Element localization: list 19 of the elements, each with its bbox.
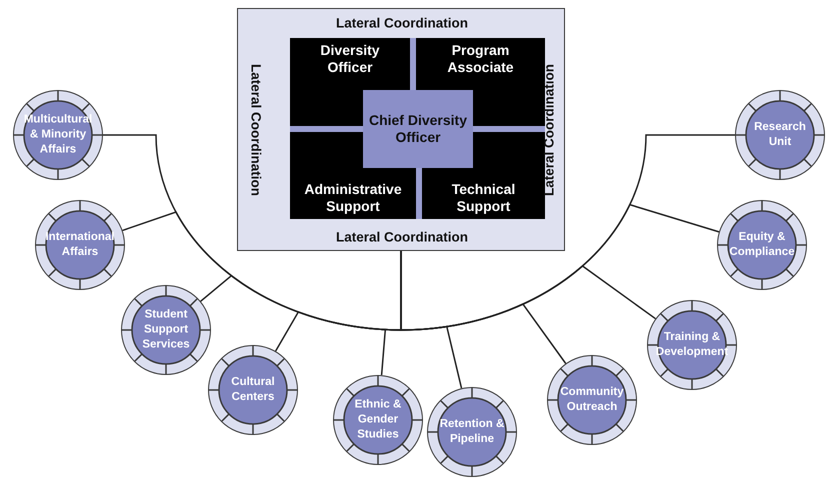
unit-label: Research Unit bbox=[753, 120, 807, 150]
role-label: Chief Diversity Officer bbox=[368, 112, 468, 146]
role-label: Administrative Support bbox=[292, 170, 414, 217]
role-label: Diversity Officer bbox=[292, 40, 408, 88]
lateral-label: Lateral Coordination bbox=[336, 16, 468, 30]
unit-label: Retention & Pipeline bbox=[438, 417, 506, 447]
lateral-label: Lateral Coordination bbox=[248, 64, 264, 196]
unit-label: Student Support Services bbox=[141, 308, 191, 352]
role-label: Program Associate bbox=[418, 40, 543, 88]
lateral-label: Lateral Coordination bbox=[336, 230, 468, 244]
unit-label: Community Outreach bbox=[559, 385, 625, 415]
lateral-label: Lateral Coordination bbox=[542, 64, 556, 196]
coordination-panel bbox=[237, 8, 565, 251]
chief-box bbox=[363, 90, 473, 168]
unit-label: Ethnic & Gender Studies bbox=[354, 398, 402, 442]
role-label: Technical Support bbox=[424, 170, 543, 217]
connector-line bbox=[400, 134, 735, 331]
unit-label: Equity & Compliance bbox=[728, 230, 796, 260]
unit-label: Cultural Centers bbox=[230, 375, 276, 405]
